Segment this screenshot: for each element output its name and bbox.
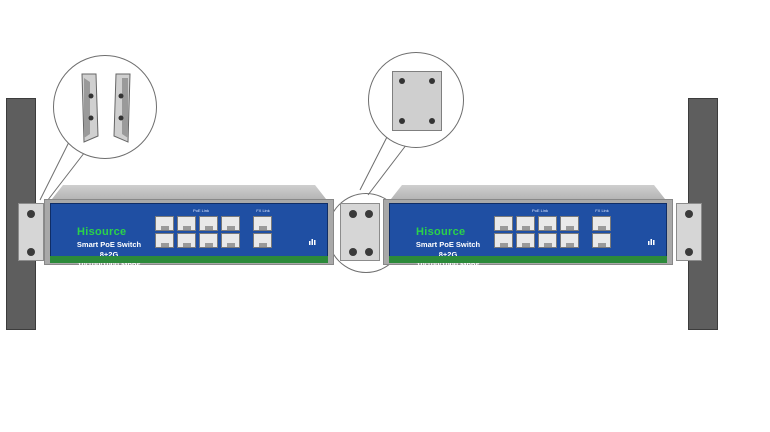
led-strip	[50, 256, 328, 263]
brand-logo: Hisource	[416, 226, 466, 238]
joining-plate	[340, 203, 380, 261]
rj45-port	[538, 216, 557, 231]
model-line-1: Smart PoE Switch	[415, 240, 481, 249]
poe-switch-2: Hisource Smart PoE Switch 8+2G 10/100/10…	[383, 185, 673, 269]
uplink-group-label: FX Link	[256, 208, 270, 213]
led-strip	[389, 256, 667, 263]
rj45-port	[199, 216, 218, 231]
front-panel: Hisource Smart PoE Switch 8+2G 10/100/10…	[389, 203, 667, 269]
zoom-callout-plate	[368, 52, 464, 148]
rj45-port	[253, 233, 272, 248]
model-line-3: 10/100/1000 Mbps	[77, 260, 141, 269]
zoom-callout-brackets	[53, 55, 157, 159]
mounting-ear-right	[676, 203, 702, 261]
joining-plate-icon	[392, 71, 442, 131]
rj45-port	[560, 233, 579, 248]
rj45-port	[221, 233, 240, 248]
switch-top-cover	[391, 185, 665, 199]
model-line-3: 10/100/1000 Mbps	[416, 260, 480, 269]
mounting-ear-left	[18, 203, 44, 261]
poe-switch-1: Hisource Smart PoE Switch 8+2G 10/100/10…	[44, 185, 334, 269]
model-line-2: 8+2G	[438, 250, 458, 259]
rj45-port	[177, 216, 196, 231]
model-text: Smart PoE Switch 8+2G 10/100/1000 Mbps	[69, 240, 149, 270]
model-line-2: 8+2G	[99, 250, 119, 259]
rj45-port	[592, 233, 611, 248]
rj45-port	[199, 233, 218, 248]
poe-port-group: PoE Link	[155, 208, 247, 250]
rj45-port	[494, 216, 513, 231]
rj45-port	[592, 216, 611, 231]
uplink-port-group: FX Link	[251, 208, 275, 250]
uplink-port-group: FX Link	[590, 208, 614, 250]
rj45-port	[253, 216, 272, 231]
rj45-port	[494, 233, 513, 248]
front-panel: Hisource Smart PoE Switch 8+2G 10/100/10…	[50, 203, 328, 269]
uplink-group-label: FX Link	[595, 208, 609, 213]
rj45-port	[155, 216, 174, 231]
poe-port-group: PoE Link	[494, 208, 586, 250]
poe-group-label: PoE Link	[192, 208, 209, 213]
rj45-port	[516, 233, 535, 248]
rj45-port	[221, 216, 240, 231]
switch-top-cover	[52, 185, 326, 199]
brand-logo: Hisource	[77, 226, 127, 238]
rj45-port	[155, 233, 174, 248]
rj45-port	[177, 233, 196, 248]
angle-bracket-icon	[81, 73, 131, 143]
model-line-1: Smart PoE Switch	[76, 240, 142, 249]
model-text: Smart PoE Switch 8+2G 10/100/1000 Mbps	[408, 240, 488, 270]
rj45-port	[516, 216, 535, 231]
poe-group-label: PoE Link	[531, 208, 548, 213]
status-icon	[309, 239, 316, 245]
status-icon	[648, 239, 655, 245]
rj45-port	[560, 216, 579, 231]
rj45-port	[538, 233, 557, 248]
